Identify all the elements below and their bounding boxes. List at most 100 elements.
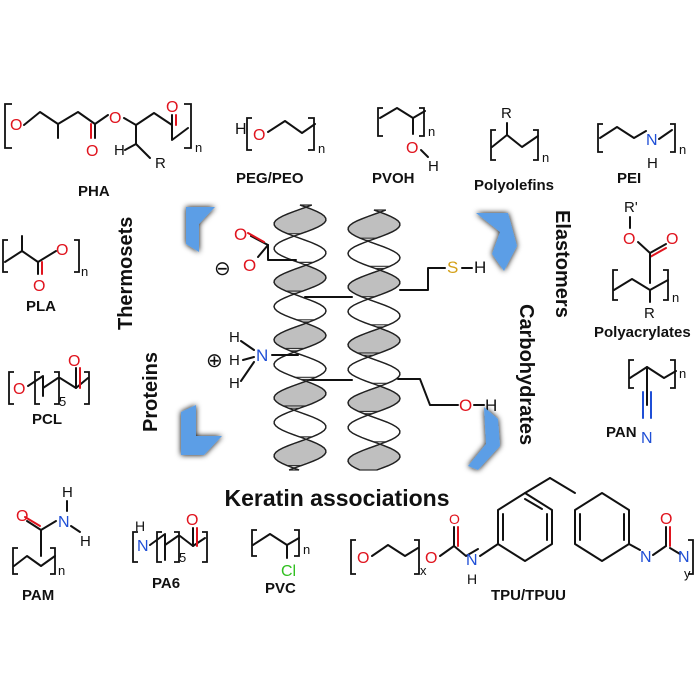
pa6-5: 5 — [179, 550, 186, 565]
pha-r: R — [155, 155, 166, 172]
structure-polyacrylates: R' O O n R Polyacrylates — [594, 199, 691, 341]
pvc-n: n — [303, 542, 310, 557]
thiol-group: S H — [399, 258, 486, 291]
pvoh-o: O — [406, 140, 418, 157]
helix-ribbon-segment — [347, 239, 401, 267]
pha-o2: O — [86, 143, 98, 160]
tpu-label: TPU/TPUU — [491, 587, 566, 604]
helix-strand — [347, 209, 401, 471]
pha-label: PHA — [78, 183, 110, 200]
ammonium-nitrogen: N — [256, 346, 268, 365]
ammonium-h1: H — [229, 329, 240, 346]
structure-pa6: H N 5 O PA6 — [132, 512, 208, 592]
tpu-o4: O — [660, 511, 672, 528]
positive-charge: ⊕ — [206, 350, 223, 372]
tpu-y: y — [684, 566, 691, 581]
pan-label: PAN — [606, 424, 637, 441]
pcl-o1: O — [13, 381, 25, 398]
structure-tpu: O x O O N H N O N y TPU/TPUU — [350, 477, 694, 604]
pvoh-label: PVOH — [372, 170, 415, 187]
pei-label: PEI — [617, 170, 641, 187]
pam-label: PAM — [22, 587, 54, 604]
pa6-n-atom: N — [137, 538, 149, 555]
arrow-bottom-right — [468, 407, 500, 470]
polyolefins-n: n — [542, 150, 549, 165]
helix-ribbon-segment — [273, 264, 327, 292]
helix-right — [347, 209, 401, 471]
helix-strand — [273, 204, 327, 471]
carboxylate-group: O O ⊖ — [214, 225, 297, 280]
association-arrows — [181, 207, 517, 470]
pvoh-n: n — [428, 124, 435, 139]
structure-pei: N n H PEI — [597, 123, 686, 187]
helix-ribbon-segment — [273, 235, 327, 263]
polyolefins-r: R — [501, 105, 512, 122]
carboxyl-oxygen-2: O — [243, 256, 256, 275]
pam-o: O — [16, 508, 28, 525]
helix-ribbon-segment — [273, 438, 327, 467]
structure-pvoh: n O H PVOH — [372, 107, 439, 187]
center-title: Keratin associations — [225, 485, 450, 511]
structure-pvc: n Cl PVC — [251, 529, 310, 597]
structure-pam: H N H O n PAM — [12, 484, 91, 604]
tpu-n2: N — [640, 549, 652, 566]
carboxyl-oxygen-1: O — [234, 225, 247, 244]
pam-n: n — [58, 563, 65, 578]
label-thermosets: Thermosets — [115, 217, 137, 330]
structure-pan: n N PAN — [606, 359, 686, 447]
pcl-label: PCL — [32, 411, 62, 428]
pvoh-h: H — [428, 158, 439, 175]
tpu-o2: O — [425, 550, 437, 567]
negative-charge: ⊖ — [214, 258, 231, 280]
polyacrylates-o2: O — [666, 231, 678, 248]
pcl-o2: O — [68, 353, 80, 370]
pha-n: n — [195, 140, 202, 155]
structure-pla: O O n PLA — [2, 235, 88, 315]
pam-h1: H — [62, 484, 73, 501]
helix-ribbon-segment — [347, 298, 401, 326]
pei-n-atom: N — [646, 132, 658, 149]
pha-o1: O — [10, 117, 22, 134]
polyacrylates-label: Polyacrylates — [594, 324, 691, 341]
tpu-ring-2 — [574, 492, 630, 562]
helix-strand — [273, 204, 327, 471]
tpu-ring-1 — [497, 492, 553, 562]
ammonium-h3: H — [229, 375, 240, 392]
polyacrylates-n: n — [672, 290, 679, 305]
pa6-label: PA6 — [152, 575, 180, 592]
pa6-h: H — [135, 518, 145, 534]
pla-n: n — [81, 264, 88, 279]
tpu-x: x — [420, 563, 427, 578]
pam-n-atom: N — [58, 514, 70, 531]
structure-pha: O O O R H O n PHA — [4, 99, 202, 200]
arrow-bottom-left — [181, 405, 222, 455]
structure-pcl: O 5 O PCL — [8, 353, 90, 428]
tpu-n3: N — [678, 549, 690, 566]
pvc-label: PVC — [265, 580, 296, 597]
pla-label: PLA — [26, 298, 56, 315]
pcl-5: 5 — [59, 394, 66, 409]
ammonium-group: N H H H ⊕ — [206, 329, 299, 392]
pan-n: n — [679, 366, 686, 381]
polyacrylates-r: R — [644, 305, 655, 322]
label-carbohydrates: Carbohydrates — [515, 304, 537, 445]
tpu-o3: O — [449, 511, 460, 527]
structure-polyolefins: R n Polyolefins — [474, 105, 554, 194]
peg-o: O — [253, 127, 265, 144]
structure-peg: H O n PEG/PEO — [235, 117, 325, 187]
pla-o1: O — [33, 278, 45, 295]
pa6-o: O — [186, 512, 198, 529]
tpu-n1: N — [466, 552, 478, 569]
polyolefins-label: Polyolefins — [474, 177, 554, 194]
label-proteins: Proteins — [140, 352, 162, 432]
thiol-hydrogen: H — [474, 258, 486, 277]
helix-ribbon-segment — [347, 384, 401, 413]
hydroxyl-hydrogen: H — [485, 396, 497, 415]
helix-strand — [347, 209, 401, 471]
helix-left — [273, 204, 327, 471]
pei-h: H — [647, 155, 658, 172]
pei-n: n — [679, 142, 686, 157]
polyacrylates-r-prime: R' — [624, 199, 638, 216]
arrow-top-right — [476, 213, 517, 271]
